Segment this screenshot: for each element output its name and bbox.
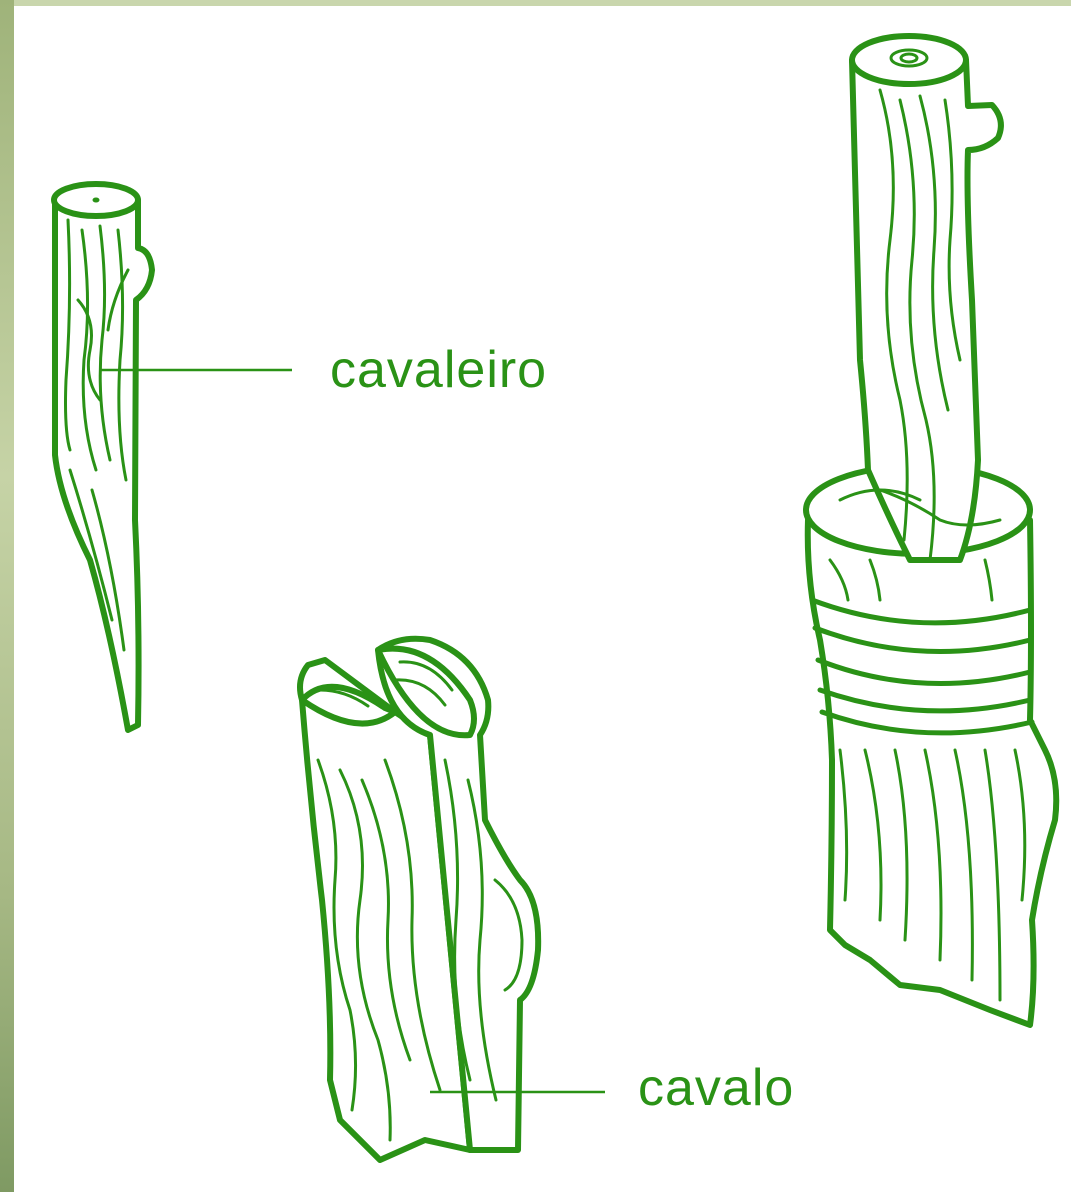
rootstock-label: cavalo — [638, 1062, 794, 1114]
grafted-tied-stem — [806, 36, 1056, 1025]
scion-cutting — [54, 184, 152, 730]
scion-label: cavaleiro — [330, 344, 547, 396]
grafted-scion — [852, 60, 1001, 560]
grafted-scion-top — [852, 36, 966, 84]
split-rootstock — [300, 639, 538, 1160]
